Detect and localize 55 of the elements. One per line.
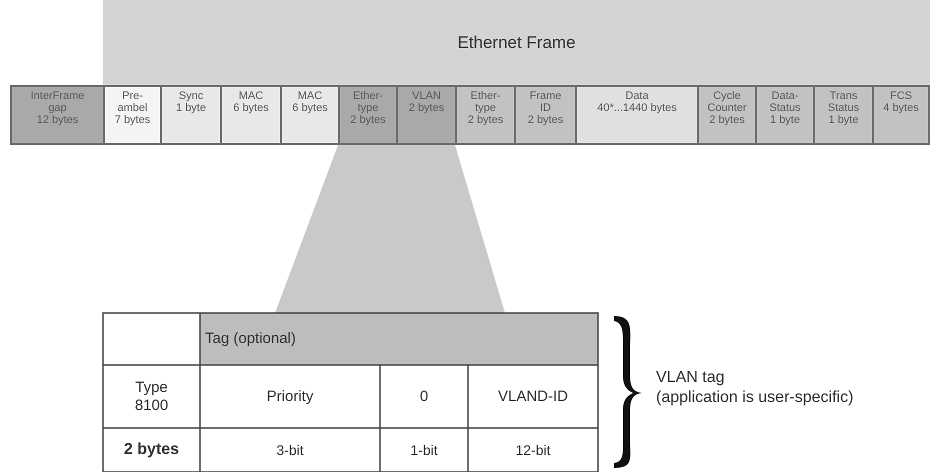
frame-field — [697, 85, 757, 145]
field-size: 40*...1440 bytes — [597, 102, 677, 114]
frame-field — [220, 85, 282, 145]
field-name: MAC — [238, 90, 264, 102]
frame-field — [396, 85, 457, 145]
table-cell: 0 — [420, 388, 428, 406]
table-cell: 3-bit — [276, 441, 304, 459]
table-cell: 12-bit — [515, 441, 551, 459]
field-name: Ether- type — [352, 90, 384, 114]
field-size: 6 bytes — [292, 102, 328, 114]
field-size: 4 bytes — [883, 102, 919, 114]
field-name: Data- Status — [768, 90, 802, 114]
brace-label: VLAN tag — [656, 369, 724, 387]
field-name: VLAN — [412, 90, 441, 102]
field-name: MAC — [298, 90, 322, 102]
field-size: 2 bytes — [468, 114, 504, 126]
frame-band — [103, 0, 930, 85]
brace-note: (application is user-specific) — [656, 389, 854, 407]
frame-field — [160, 85, 222, 145]
field-name: Frame ID — [528, 90, 562, 114]
table-cell: VLAND-ID — [498, 388, 568, 406]
field-size: 2 bytes — [350, 114, 386, 126]
field-name: Trans Status — [826, 90, 860, 114]
table-cell-text: Type 8100 — [134, 378, 170, 414]
table-cell: 2 bytes — [124, 441, 180, 459]
frame-field — [755, 85, 815, 145]
field-size: 7 bytes — [114, 114, 150, 126]
field-size: 1 byte — [828, 114, 858, 126]
frame-field — [575, 85, 699, 145]
field-size: 2 bytes — [709, 114, 745, 126]
field-name: Data — [625, 90, 649, 102]
table-header: Tag (optional) — [205, 330, 296, 348]
field-name: InterFrame gap — [30, 90, 86, 114]
frame-field — [338, 85, 398, 145]
frame-field — [103, 85, 162, 145]
field-size: 2 bytes — [408, 102, 444, 114]
table-cell: 1-bit — [410, 441, 438, 459]
band-title: Ethernet Frame — [457, 36, 576, 48]
field-name: Sync — [178, 90, 204, 102]
table-cell: Priority — [266, 388, 314, 406]
frame-field — [280, 85, 340, 145]
frame-field — [813, 85, 874, 145]
field-size: 6 bytes — [233, 102, 269, 114]
field-size: 12 bytes — [36, 114, 78, 126]
field-size: 1 byte — [176, 102, 206, 114]
field-name: Cycle Counter — [706, 90, 748, 114]
frame-field — [514, 85, 577, 145]
field-size: 2 bytes — [528, 114, 564, 126]
field-size: 1 byte — [770, 114, 800, 126]
frame-field — [10, 85, 105, 145]
frame-field — [455, 85, 516, 145]
field-name: Ether- type — [470, 90, 502, 114]
frame-field — [872, 85, 930, 145]
field-name: Pre- ambel — [116, 90, 148, 114]
field-name: FCS — [890, 90, 912, 102]
